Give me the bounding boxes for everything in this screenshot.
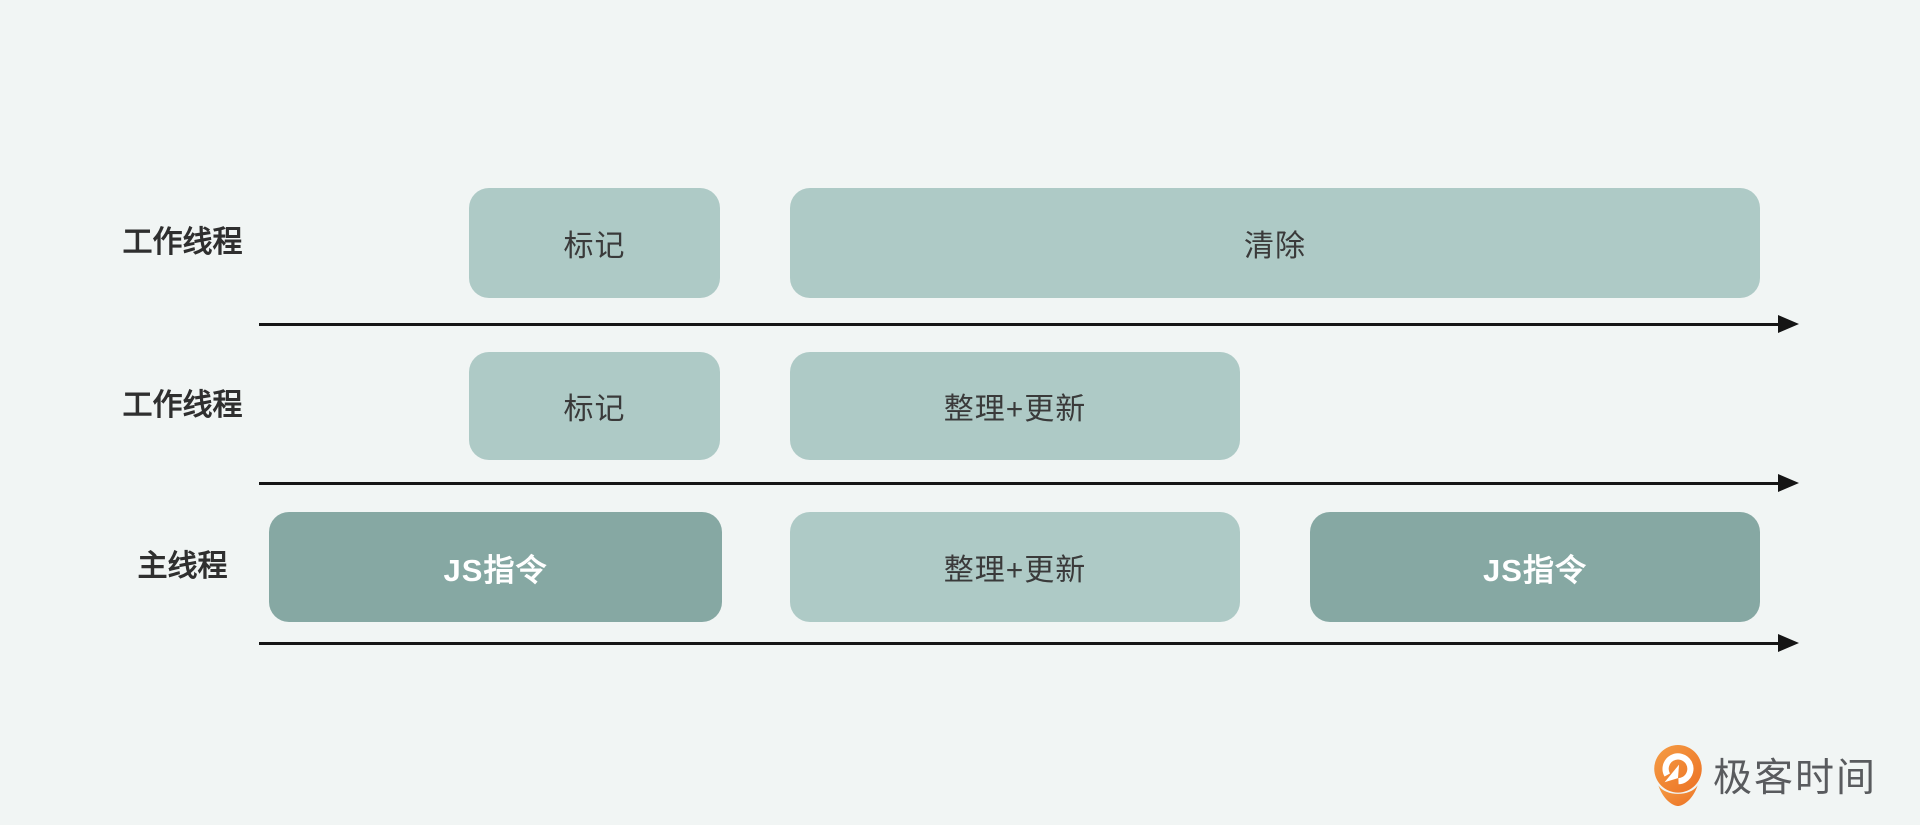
timeline-arrow-row3 <box>259 634 1799 652</box>
row-label-main-thread: 主线程 <box>137 550 228 583</box>
geektime-logo-text: 极客时间 <box>1713 757 1878 800</box>
timeline-arrow-row2 <box>259 474 1799 492</box>
box-compact-update-row3: 整理+更新 <box>790 512 1240 622</box>
box-mark-row1: 标记 <box>469 188 720 298</box>
row-label-worker-thread-1: 工作线程 <box>122 226 243 259</box>
timeline-arrow-row1 <box>259 315 1799 333</box>
geektime-logo-icon <box>1652 744 1704 806</box>
box-sweep-row1: 清除 <box>790 188 1760 298</box>
box-js-instructions-left: JS指令 <box>269 512 722 622</box>
geektime-logo: 极客时间 <box>1652 744 1877 806</box>
box-mark-row2: 标记 <box>469 352 720 460</box>
box-js-instructions-right: JS指令 <box>1310 512 1760 622</box>
box-compact-update-row2: 整理+更新 <box>790 352 1240 460</box>
row-label-worker-thread-2: 工作线程 <box>122 389 243 422</box>
